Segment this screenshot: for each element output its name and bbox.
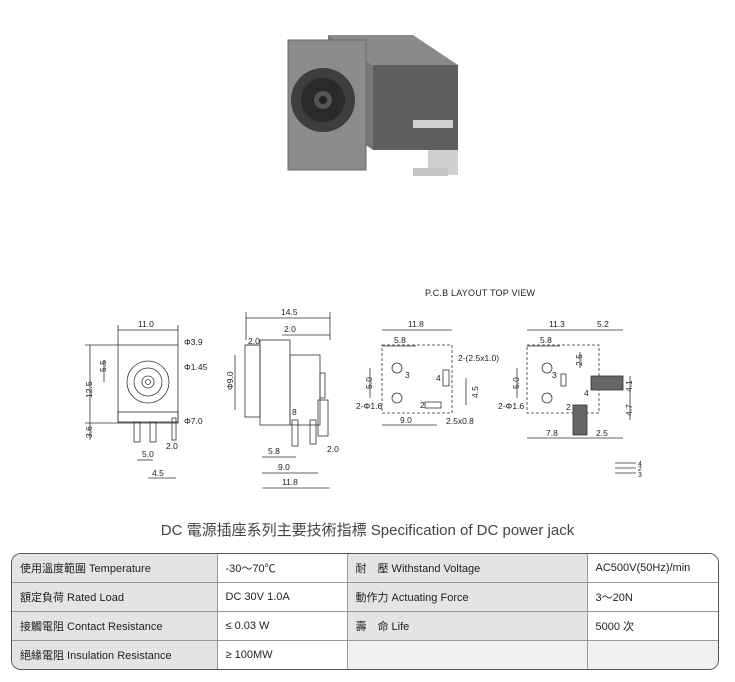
pcb2-h1-label: 7.8	[546, 428, 558, 438]
side-top-label: 2.0	[284, 324, 296, 334]
front-hole-dia-label: Φ3.9	[184, 337, 203, 347]
schematic-pin3-label: 3	[638, 472, 642, 479]
pcb1-v2-label: 4.5	[470, 386, 480, 398]
front-view	[85, 325, 179, 479]
pcb1-h9-label: 9.0	[400, 415, 412, 425]
pcb2-v2-label: 2.5	[574, 354, 584, 366]
schematic-pin2-label: 2	[638, 466, 642, 473]
pcb2-holes-label: 2-Φ1.6	[498, 401, 524, 411]
pcb2-h2-label: 2.5	[596, 428, 608, 438]
side-d1-label: 5.8	[268, 446, 280, 456]
side-d4-label: 11.8	[282, 477, 298, 487]
side-view	[234, 312, 331, 489]
schematic-pin4-label: 4	[638, 461, 642, 468]
side-length-label: 14.5	[281, 307, 298, 317]
front-base-label: 3.6	[84, 426, 94, 438]
pcb2-v1-label: 5.0	[511, 377, 521, 389]
pcb1-pad-label: 2.5x0.8	[446, 416, 474, 426]
spec-label: 接觸電阻 Contact Resistance	[12, 611, 218, 641]
pcb1-slot-label: 2-(2.5x1.0)	[458, 353, 499, 363]
spec-label: 使用溫度範圍 Temperature	[12, 554, 218, 583]
pcb1-pin2-label: 2	[420, 400, 425, 410]
spec-value: 5000 次	[586, 611, 718, 641]
spec-value: AC500V(50Hz)/min	[586, 554, 718, 583]
pin-schematic	[615, 462, 636, 474]
pcb-layout-heading: P.C.B LAYOUT TOP VIEW	[425, 288, 536, 298]
pcb1-w-label: 11.8	[408, 319, 424, 329]
spec-label: 壽 命 Life	[346, 611, 588, 641]
spec-value: ≥ 100MW	[216, 640, 348, 669]
pcb2-w3-label: 5.8	[540, 335, 552, 345]
front-pin-gap-label: 5.0	[142, 449, 154, 459]
side-pin-num-label: 8	[292, 407, 297, 417]
spec-label	[346, 640, 588, 669]
table-row: 使用溫度範圍 Temperature -30～70℃ 耐 壓 Withstand…	[12, 554, 718, 583]
spec-value: 3～20N	[586, 582, 718, 612]
spec-title: DC 電源插座系列主要技術指標 Specification of DC powe…	[160, 522, 575, 539]
pcb2-w1-label: 11.3	[549, 319, 565, 329]
spec-label: 耐 壓 Withstand Voltage	[346, 554, 588, 583]
spec-value: DC 30V 1.0A	[216, 582, 348, 612]
side-d2-label: 2.0	[327, 444, 339, 454]
spec-value: ≤ 0.03 W	[216, 611, 348, 641]
table-row: 額定負荷 Rated Load DC 30V 1.0A 動作力 Actuatin…	[12, 582, 718, 612]
spec-label: 動作力 Actuating Force	[346, 582, 588, 612]
front-width-label: 11.0	[138, 319, 154, 329]
pcb1-pin3-label: 3	[405, 370, 410, 380]
pcb2-w2-label: 5.2	[597, 319, 609, 329]
technical-drawings: 11.0 Φ3.9 Φ1.45 Φ7.0 12.5 5.5 3.6 5.0 2.…	[84, 307, 642, 489]
pcb-layout-1	[369, 329, 467, 426]
pcb1-pin4-label: 4	[436, 373, 441, 383]
spec-table: 使用溫度範圍 Temperature -30～70℃ 耐 壓 Withstand…	[11, 553, 719, 670]
side-d3-label: 9.0	[278, 462, 290, 472]
front-outer-dia-label: Φ7.0	[184, 416, 203, 426]
front-pin-bottom-label: 4.5	[152, 468, 164, 478]
side-phi-label: Φ9.0	[225, 371, 235, 390]
table-row: 絕緣電阻 Insulation Resistance ≥ 100MW	[12, 640, 718, 669]
front-pin-offset-label: 2.0	[166, 441, 178, 451]
pcb2-v3-label: 4.1	[624, 380, 634, 392]
side-left-top-label: 2.0	[248, 336, 260, 346]
table-row: 接觸電阻 Contact Resistance ≤ 0.03 W 壽 命 Lif…	[12, 611, 718, 641]
pcb1-w2-label: 5.8	[394, 335, 406, 345]
spec-label: 絕緣電阻 Insulation Resistance	[12, 640, 218, 669]
pcb2-pin3-label: 3	[552, 370, 557, 380]
product-photo	[287, 35, 458, 176]
pcb2-v4-label: 4.7	[624, 404, 634, 416]
pcb2-pin2-label: 2	[566, 402, 571, 412]
spec-value	[586, 640, 718, 669]
front-pin-dia-label: Φ1.45	[184, 362, 208, 372]
pcb1-v1-label: 5.0	[364, 377, 374, 389]
pcb1-holes-label: 2-Φ1.6	[356, 401, 382, 411]
front-mid-label: 5.5	[98, 360, 108, 372]
pcb2-pin4-label: 4	[584, 388, 589, 398]
spec-label: 額定負荷 Rated Load	[12, 582, 218, 612]
pcb-layout-2	[516, 329, 631, 439]
spec-value: -30～70℃	[216, 554, 348, 583]
front-height-label: 12.5	[84, 381, 94, 398]
